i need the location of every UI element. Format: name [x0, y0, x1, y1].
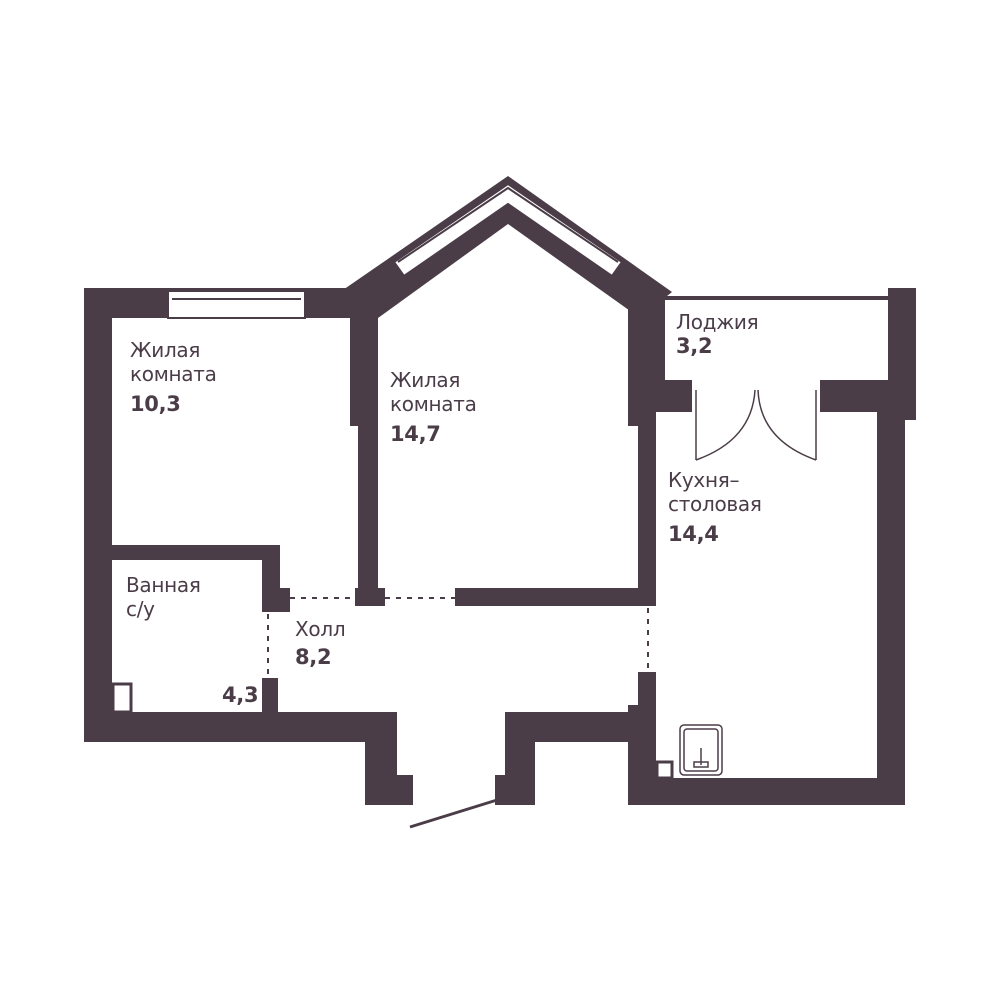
wall-left-outer [84, 288, 112, 742]
room-name: с/у [126, 597, 155, 621]
room-hall: Холл 8,2 [295, 617, 346, 669]
room-area: 10,3 [130, 392, 181, 416]
windows [167, 182, 624, 319]
wall-hall-top [455, 588, 656, 606]
loggia-left-rail [656, 296, 665, 382]
wall-kitchen-right [877, 400, 905, 805]
room-living-1: Жилая комната 10,3 [130, 338, 217, 416]
room-living-2: Жилая комната 14,7 [390, 368, 477, 446]
room-area: 3,2 [676, 334, 713, 358]
wall-gable [340, 176, 672, 318]
wall-kitchen-bottom [628, 778, 905, 805]
walls [84, 176, 916, 805]
entrance-door[interactable] [409, 798, 498, 829]
room-bath: Ванная с/у [126, 573, 201, 621]
room-name: комната [390, 392, 477, 416]
room-name: столовая [668, 492, 762, 516]
room-area: 14,4 [668, 522, 719, 546]
wall-bath-right-lower [262, 678, 278, 714]
room-name: Холл [295, 617, 346, 641]
loggia-top-rail [656, 296, 890, 300]
room-area: 4,3 [222, 683, 259, 707]
wall-bath-stub [262, 588, 290, 612]
room-name: комната [130, 362, 217, 386]
wall-loggia-bottom-right [820, 380, 905, 412]
room-bath-area: 4,3 [222, 683, 259, 707]
room-name: Жилая [390, 368, 461, 392]
room-name: Кухня– [668, 468, 740, 492]
room-name: Лоджия [676, 310, 759, 334]
loggia-door[interactable] [695, 389, 817, 461]
room-name: Жилая [130, 338, 201, 362]
wall-partition [358, 420, 378, 590]
room-loggia: Лоджия 3,2 [676, 310, 759, 358]
bath-shaft [111, 682, 133, 714]
wall-loggia-bottom-left [656, 380, 692, 412]
wall-stub-hall [355, 588, 385, 606]
window-gable-pane [397, 186, 619, 263]
zone-separators [267, 597, 649, 678]
wall-bottom-left [84, 712, 397, 742]
kitchen-shaft [655, 760, 674, 780]
wall-entrance-right-stub [495, 775, 535, 805]
room-kitchen: Кухня– столовая 14,4 [668, 468, 762, 546]
wall-entrance-left-stub [365, 775, 413, 805]
room-area: 14,7 [390, 422, 441, 446]
room-area: 8,2 [295, 645, 332, 669]
window-gable [392, 182, 624, 278]
wall-bath-top [112, 545, 280, 560]
kitchen-sink-icon [679, 724, 723, 776]
window-left [167, 290, 306, 319]
room-name: Ванная [126, 573, 201, 597]
wall-kitchen-left [638, 420, 656, 606]
